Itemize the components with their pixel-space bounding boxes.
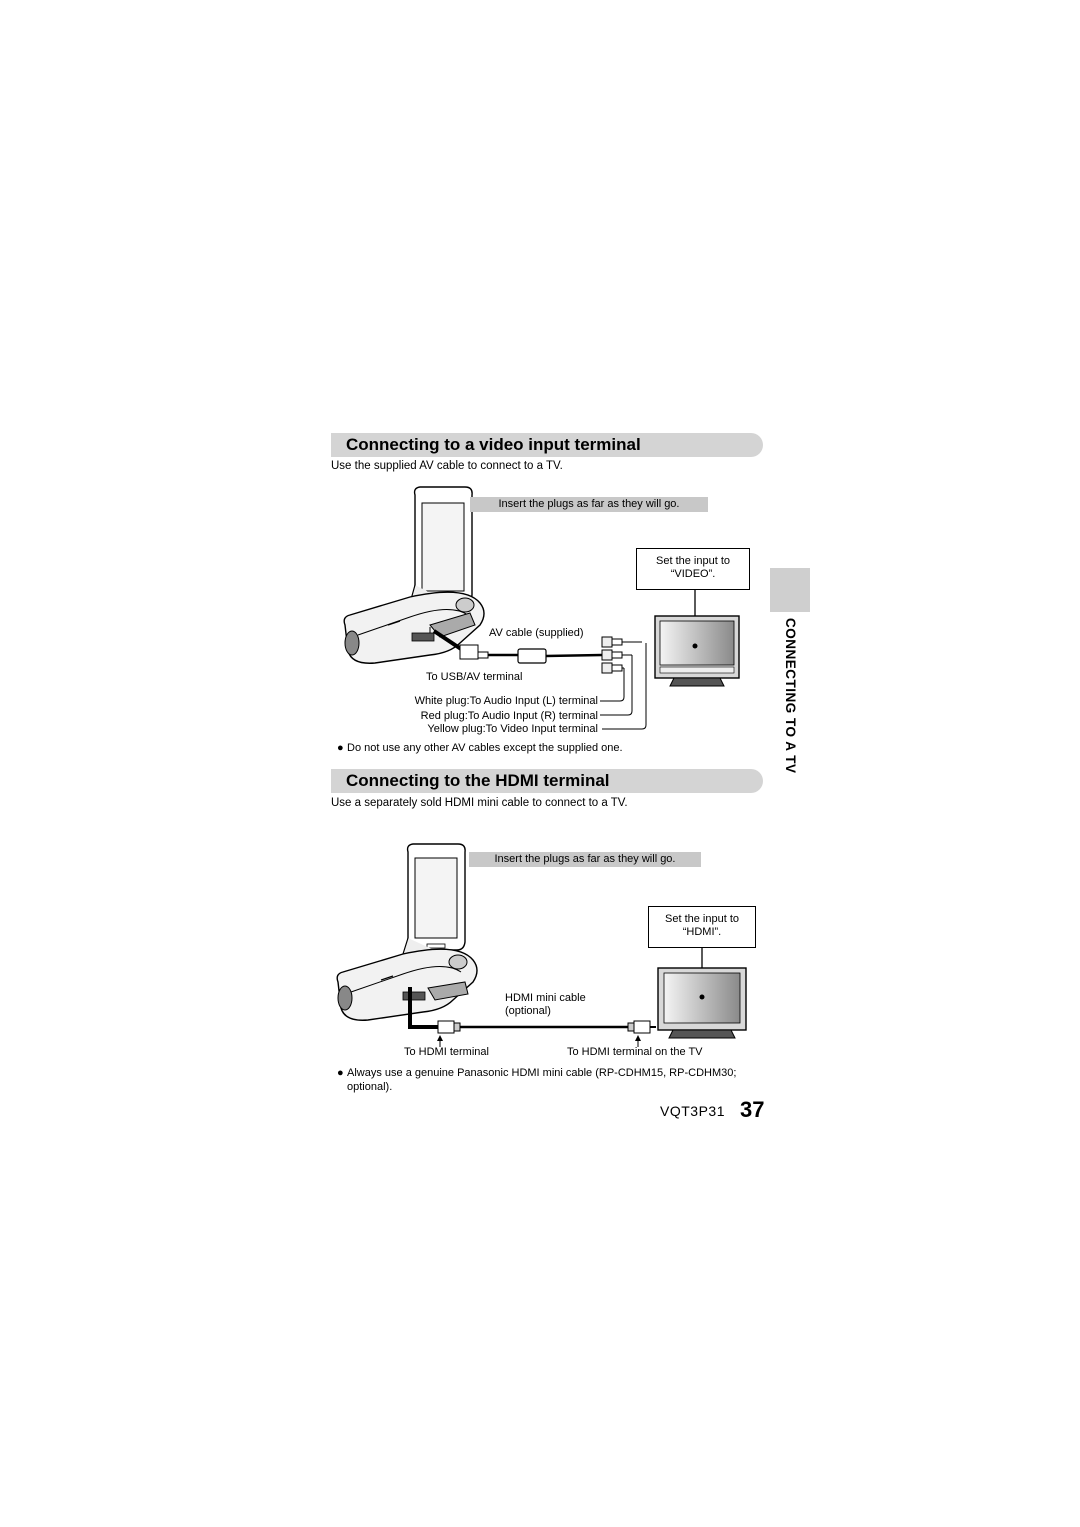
callout-hdmi-line2: “HDMI”. <box>682 926 722 938</box>
hdmi-cable-illustration <box>408 987 656 1047</box>
label-red-plug: Red plug:To Audio Input (R) terminal <box>420 710 598 722</box>
side-chapter-title: CONNECTING TO A TV <box>783 618 798 774</box>
section-title-hdmi: Connecting to the HDMI terminal <box>346 771 610 790</box>
callout-hdmi-line1: Set the input to <box>665 913 739 925</box>
callout-hdmi: Set the input to “HDMI”. <box>648 906 756 948</box>
bullet-dot: ● <box>337 1067 344 1079</box>
camera-illustration-hdmi <box>336 843 478 1021</box>
footer-model-number: VQT3P31 <box>660 1103 725 1119</box>
tv-illustration-video <box>654 590 740 687</box>
section-title-video: Connecting to a video input terminal <box>346 435 641 454</box>
intro-hdmi: Use a separately sold HDMI mini cable to… <box>331 797 628 809</box>
bullet-hdmi-text: Always use a genuine Panasonic HDMI mini… <box>347 1067 737 1093</box>
tv-illustration-hdmi <box>657 948 747 1039</box>
bullet-video: ● Do not use any other AV cables except … <box>337 741 757 755</box>
callout-video-line1: Set the input to <box>656 555 730 567</box>
intro-video: Use the supplied AV cable to connect to … <box>331 460 563 472</box>
label-usb-av-terminal: To USB/AV terminal <box>426 671 523 683</box>
label-hdmi-terminal: To HDMI terminal <box>404 1046 489 1058</box>
label-hdmi-tv-terminal: To HDMI terminal on the TV <box>567 1046 703 1058</box>
note-bar-video: Insert the plugs as far as they will go. <box>470 497 708 512</box>
callout-video-line2: “VIDEO”. <box>670 568 716 580</box>
bullet-video-text: Do not use any other AV cables except th… <box>347 742 623 754</box>
section-header-video: Connecting to a video input terminal <box>331 433 763 457</box>
bullet-dot: ● <box>337 742 344 754</box>
label-hdmi-cable-line2: (optional) <box>505 1005 551 1017</box>
av-cable-illustration <box>429 627 647 730</box>
note-bar-hdmi: Insert the plugs as far as they will go. <box>469 852 701 867</box>
side-tab-marker <box>770 568 810 612</box>
section-header-hdmi: Connecting to the HDMI terminal <box>331 769 763 793</box>
camera-illustration-video <box>343 486 485 664</box>
callout-video: Set the input to “VIDEO”. <box>636 548 750 590</box>
label-hdmi-cable-line1: HDMI mini cable <box>505 992 586 1004</box>
label-yellow-plug: Yellow plug:To Video Input terminal <box>427 723 598 735</box>
bullet-hdmi: ● Always use a genuine Panasonic HDMI mi… <box>337 1066 747 1096</box>
footer-page-number: 37 <box>740 1097 765 1122</box>
label-av-cable: AV cable (supplied) <box>489 627 584 639</box>
label-white-plug: White plug:To Audio Input (L) terminal <box>414 695 598 707</box>
